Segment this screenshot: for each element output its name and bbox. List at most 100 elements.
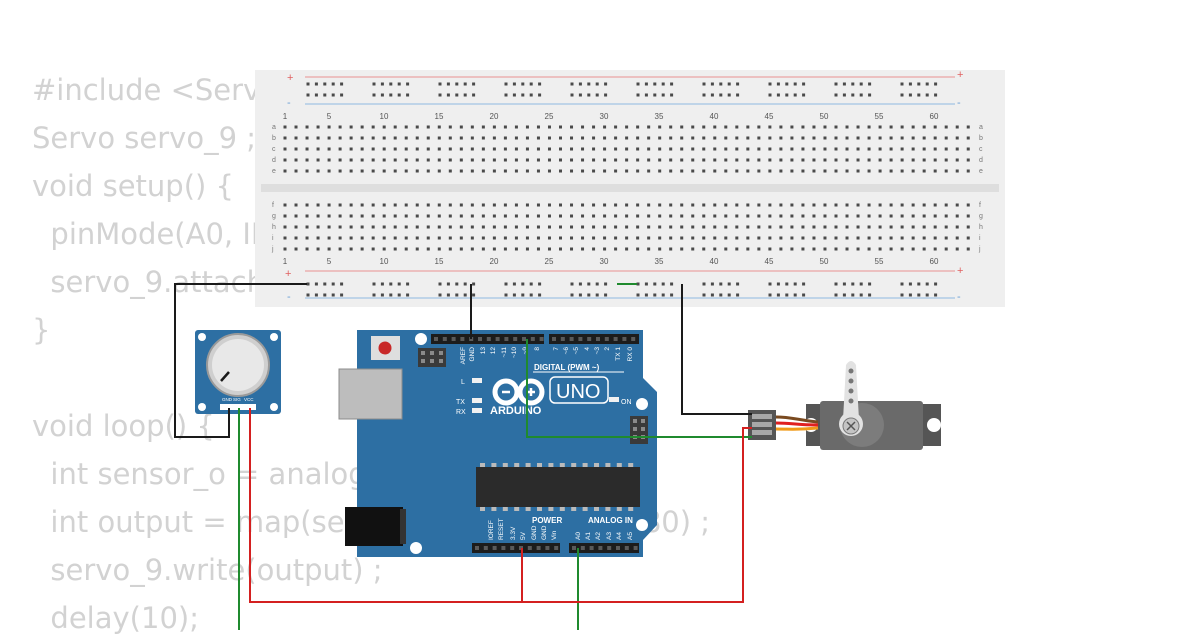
- column-number: 45: [765, 112, 774, 121]
- breadboard-hole: [448, 236, 452, 240]
- reset-button[interactable]: [378, 341, 392, 355]
- rail-hole: [736, 93, 740, 97]
- breadboard-hole: [757, 158, 761, 162]
- breadboard-hole: [867, 136, 871, 140]
- breadboard-hole: [889, 247, 893, 251]
- breadboard-hole: [603, 136, 607, 140]
- breadboard-hole: [933, 125, 937, 129]
- potentiometer-knob[interactable]: [212, 339, 264, 391]
- breadboard-hole: [746, 225, 750, 229]
- row-letter: e: [979, 168, 983, 175]
- rail-hole: [670, 82, 674, 86]
- breadboard-hole: [437, 236, 441, 240]
- breadboard-hole: [327, 147, 331, 151]
- rail-hole: [306, 82, 310, 86]
- breadboard-hole: [426, 147, 430, 151]
- chip-leg: [537, 463, 542, 467]
- breadboard-hole: [514, 247, 518, 251]
- breadboard-hole: [415, 136, 419, 140]
- rail-hole: [323, 93, 327, 97]
- chip-leg: [571, 463, 577, 467]
- wire-pot-gnd[interactable]: [174, 283, 307, 438]
- breadboard-hole: [691, 169, 695, 173]
- header-hole: [589, 546, 594, 550]
- rail-hole: [908, 82, 912, 86]
- breadboard-hole: [691, 158, 695, 162]
- wire-servo-gnd[interactable]: [681, 284, 752, 415]
- rail-hole: [727, 282, 731, 286]
- header-hole: [607, 546, 612, 550]
- breadboard-hole: [415, 125, 419, 129]
- breadboard-hole: [349, 158, 353, 162]
- column-number: 50: [820, 257, 829, 266]
- column-number: 10: [380, 112, 389, 121]
- digital-pin-label: ~6: [563, 347, 570, 355]
- breadboard-hole: [360, 225, 364, 229]
- breadboard-hole: [812, 147, 816, 151]
- breadboard-hole: [900, 125, 904, 129]
- breadboard-hole: [459, 147, 463, 151]
- breadboard-hole: [801, 247, 805, 251]
- header-hole: [580, 546, 585, 550]
- breadboard-hole: [812, 158, 816, 162]
- breadboard-hole: [437, 214, 441, 218]
- breadboard-hole: [823, 214, 827, 218]
- rail-hole: [917, 282, 921, 286]
- breadboard-hole: [614, 136, 618, 140]
- rail-hole: [834, 282, 838, 286]
- breadboard-hole: [503, 158, 507, 162]
- breadboard-hole: [305, 214, 309, 218]
- breadboard-hole: [525, 125, 529, 129]
- breadboard-hole: [867, 236, 871, 240]
- breadboard-hole: [801, 169, 805, 173]
- breadboard-hole: [514, 214, 518, 218]
- breadboard-hole: [746, 236, 750, 240]
- breadboard-hole: [933, 158, 937, 162]
- breadboard-hole: [393, 125, 397, 129]
- breadboard-hole: [713, 169, 717, 173]
- row-letter: b: [272, 135, 276, 142]
- breadboard-hole: [470, 236, 474, 240]
- wire-5v-supply[interactable]: [249, 408, 752, 603]
- breadboard-hole: [669, 225, 673, 229]
- potentiometer[interactable]: GND SIG VCC: [195, 330, 281, 414]
- header-hole: [622, 337, 627, 341]
- breadboard-hole: [680, 214, 684, 218]
- breadboard-hole: [503, 203, 507, 207]
- rail-hole: [710, 82, 714, 86]
- breadboard-hole: [812, 203, 816, 207]
- header-hole: [545, 546, 550, 550]
- breadboard-hole: [349, 125, 353, 129]
- breadboard-hole: [338, 247, 342, 251]
- rail-hole: [314, 293, 318, 297]
- rail-hole: [472, 293, 476, 297]
- breadboard-hole: [547, 147, 551, 151]
- breadboard-hole: [393, 236, 397, 240]
- icsp-pin: [439, 351, 443, 355]
- rail-hole: [372, 293, 376, 297]
- breadboard-hole: [448, 158, 452, 162]
- breadboard-hole: [933, 203, 937, 207]
- breadboard-hole: [691, 214, 695, 218]
- rail-hole: [768, 93, 772, 97]
- breadboard-hole: [713, 236, 717, 240]
- breadboard-hole: [327, 214, 331, 218]
- breadboard-hole: [812, 169, 816, 173]
- breadboard-hole: [503, 136, 507, 140]
- breadboard-hole: [327, 247, 331, 251]
- servo-motor[interactable]: [748, 361, 941, 450]
- rail-hole: [529, 93, 533, 97]
- wire-servo-signal[interactable]: [526, 339, 752, 438]
- breadboard-hole: [570, 203, 574, 207]
- rail-hole: [917, 93, 921, 97]
- breadboard-hole: [812, 136, 816, 140]
- rail-hole: [719, 82, 723, 86]
- breadboard-hole: [371, 214, 375, 218]
- breadboard-hole: [603, 125, 607, 129]
- breadboard-hole: [470, 169, 474, 173]
- breadboard-hole: [514, 169, 518, 173]
- header-hole: [569, 337, 574, 341]
- breadboard-hole: [911, 214, 915, 218]
- digital-pin-label: 13: [480, 347, 487, 355]
